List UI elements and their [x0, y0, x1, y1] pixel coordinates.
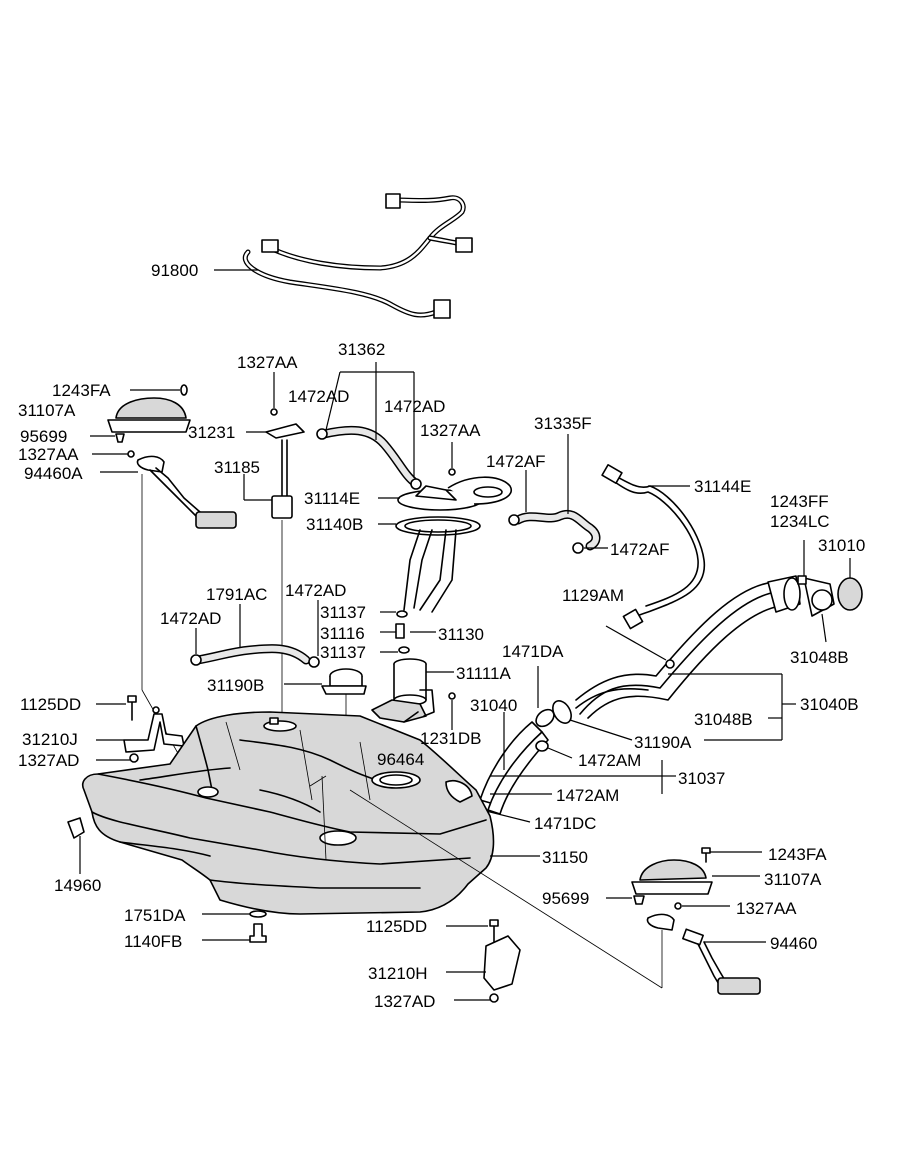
fuel-pump-assembly — [316, 362, 513, 777]
label-1472AF-b: 1472AF — [610, 540, 670, 559]
left-sender-unit — [90, 384, 237, 793]
fuel-tank — [82, 711, 663, 989]
label-31144E: 31144E — [694, 477, 751, 496]
label-31185: 31185 — [214, 458, 260, 477]
right-sender-unit — [606, 847, 766, 995]
label-31190A: 31190A — [634, 733, 692, 752]
label-95699-b: 95699 — [542, 889, 589, 908]
label-31150: 31150 — [542, 848, 588, 867]
vapor-hose-assembly — [508, 434, 608, 554]
label-31210H: 31210H — [368, 964, 428, 983]
label-1129AM: 1129AM — [562, 586, 624, 605]
label-31111A: 31111A — [456, 664, 511, 683]
label-91800: 91800 — [151, 261, 198, 280]
label-31140B: 31140B — [306, 515, 363, 534]
vapor-pipe — [601, 464, 706, 630]
label-31048B-b: 31048B — [694, 710, 753, 729]
label-1791AC: 1791AC — [206, 585, 267, 604]
label-31037: 31037 — [678, 769, 725, 788]
label-95699-a: 95699 — [20, 427, 67, 446]
label-31114E: 31114E — [304, 489, 360, 508]
label-1243FA-a: 1243FA — [52, 381, 111, 400]
label-1751DA: 1751DA — [124, 906, 186, 925]
label-31137-b: 31137 — [320, 643, 366, 662]
label-1140FB: 1140FB — [124, 932, 182, 951]
label-1327AA-d: 1327AA — [736, 899, 797, 918]
label-1231DB: 1231DB — [420, 729, 481, 748]
label-94460: 94460 — [770, 934, 817, 953]
label-1472AM-a: 1472AM — [578, 751, 641, 770]
label-14960: 14960 — [54, 876, 101, 895]
label-31137-a: 31137 — [320, 603, 366, 622]
label-1327AA-a: 1327AA — [237, 353, 298, 372]
label-1243FF: 1243FF — [770, 492, 829, 511]
label-31130: 31130 — [438, 625, 484, 644]
label-31107A-b: 31107A — [764, 870, 822, 889]
label-1472AD-d: 1472AD — [160, 609, 221, 628]
label-31335F: 31335F — [534, 414, 592, 433]
label-31107A-a: 31107A — [18, 401, 76, 420]
right-tank-bracket — [446, 919, 521, 1003]
label-1243FA-b: 1243FA — [768, 845, 827, 864]
label-31362: 31362 — [338, 340, 385, 359]
bottom-bolts — [202, 910, 267, 943]
label-1327AA-b: 1327AA — [420, 421, 481, 440]
filler-neck-assembly — [453, 540, 863, 823]
label-94460A: 94460A — [24, 464, 83, 483]
label-1125DD-b: 1125DD — [366, 917, 427, 936]
wiring-harness — [214, 193, 473, 319]
part-labels: 91800 31362 1327AA 1472AD 1472AD 1327AA … — [18, 261, 865, 1011]
filter-bracket-assembly — [243, 372, 305, 720]
label-31040: 31040 — [470, 696, 517, 715]
label-1471DA: 1471DA — [502, 642, 564, 661]
label-31210J: 31210J — [22, 730, 78, 749]
label-1234LC: 1234LC — [770, 512, 830, 531]
label-31231: 31231 — [188, 423, 235, 442]
return-hose — [190, 600, 320, 668]
label-1472AD-a: 1472AD — [288, 387, 349, 406]
label-31048B-a: 31048B — [790, 648, 849, 667]
label-1327AD-b: 1327AD — [374, 992, 435, 1011]
label-1125DD-a: 1125DD — [20, 695, 81, 714]
label-1472AM-b: 1472AM — [556, 786, 619, 805]
label-31116: 31116 — [320, 624, 365, 643]
label-31190B: 31190B — [207, 676, 264, 695]
label-1327AA-c: 1327AA — [18, 445, 79, 464]
label-1472AD-b: 1472AD — [384, 397, 445, 416]
label-31040B: 31040B — [800, 695, 859, 714]
label-31010: 31010 — [818, 536, 865, 555]
label-96464: 96464 — [377, 750, 424, 769]
label-1471DC: 1471DC — [534, 814, 596, 833]
left-tank-bracket — [96, 695, 185, 763]
label-1472AD-c: 1472AD — [285, 581, 346, 600]
tank-clip — [67, 817, 85, 874]
label-1472AF-a: 1472AF — [486, 452, 546, 471]
label-1327AD-a: 1327AD — [18, 751, 79, 770]
